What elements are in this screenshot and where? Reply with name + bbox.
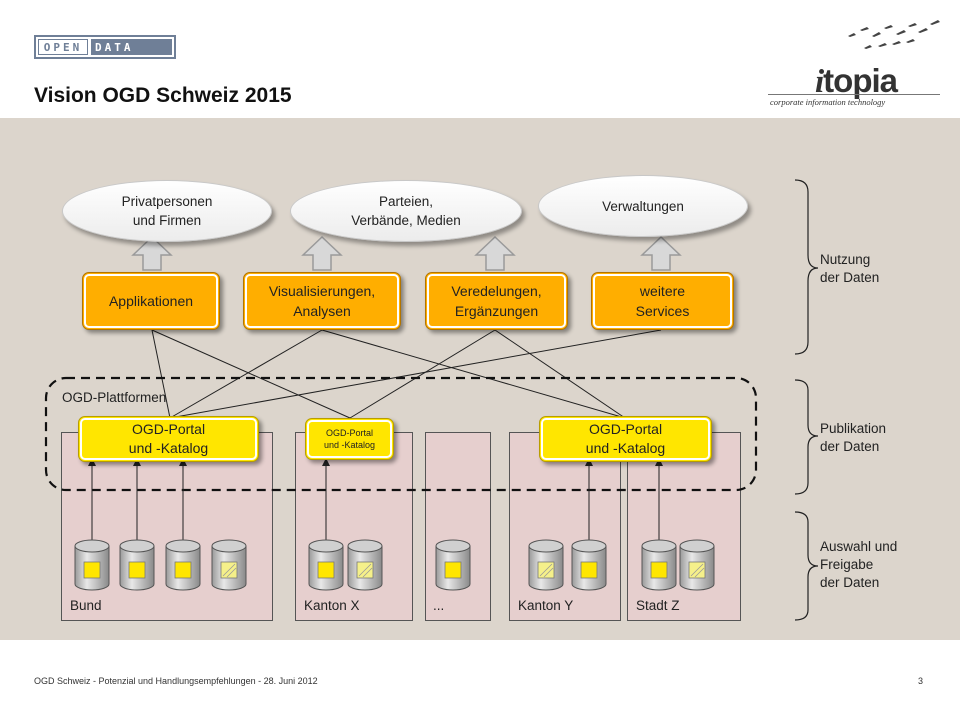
page-number: 3	[918, 676, 924, 686]
database-cylinder-icon	[571, 539, 607, 591]
side-label-nutzung: Nutzung der Daten	[820, 252, 880, 285]
jurisdiction-label-kanton-x: Kanton X	[304, 598, 360, 613]
consumer-ellipse-parteien: Parteien, Verbände, Medien	[290, 180, 522, 242]
database-cylinder-icon	[435, 539, 471, 591]
open-data-logo: OPEN DATA	[34, 35, 176, 59]
consumer-label: Verwaltungen	[602, 198, 684, 214]
logo-open-text: OPEN	[38, 39, 88, 55]
jurisdiction-label-kanton-y: Kanton Y	[518, 598, 574, 613]
portal-label: OGD-Portal und -Katalog	[323, 428, 376, 450]
itopia-divider	[768, 94, 940, 95]
jurisdiction-box-kanton-y	[509, 432, 621, 621]
up-arrow-3	[474, 235, 516, 271]
portal-label: OGD-Portal und -Katalog	[585, 421, 666, 456]
itopia-rest: topia	[823, 62, 898, 99]
consumer-label: Parteien, Verbände, Medien	[351, 194, 461, 228]
service-box-applikationen: Applikationen	[82, 272, 220, 330]
portal-box-kanton-y: OGD-Portal und -Katalog	[539, 416, 712, 462]
link-applikationen-bund	[151, 329, 171, 419]
jurisdiction-label-bund: Bund	[70, 598, 102, 613]
database-cylinder-icon	[528, 539, 564, 591]
itopia-tagline: corporate information technology	[770, 97, 886, 107]
database-cylinder-icon	[679, 539, 715, 591]
service-box-visualisierungen: Visualisierungen, Analysen	[243, 272, 401, 330]
service-label: weitere Services	[635, 283, 690, 319]
consumer-ellipse-verwaltungen: Verwaltungen	[538, 175, 748, 237]
database-cylinder-icon	[347, 539, 383, 591]
platform-label: OGD-Plattformen	[62, 390, 167, 405]
itopia-wordmark: itopia	[815, 62, 898, 101]
service-label: Veredelungen, Ergänzungen	[451, 283, 542, 319]
jurisdiction-label-more: ...	[433, 598, 445, 613]
service-label: Applikationen	[108, 293, 194, 309]
page-title: Vision OGD Schweiz 2015	[34, 84, 292, 107]
itopia-birds-logo-icon	[848, 20, 940, 49]
service-label: Visualisierungen, Analysen	[268, 283, 376, 319]
bracket-publikation	[794, 379, 819, 495]
bracket-nutzung	[794, 179, 819, 355]
link-veredelung-kantonx	[349, 329, 496, 419]
service-box-veredelungen: Veredelungen, Ergänzungen	[425, 272, 568, 330]
link-visualisierung-kantony	[321, 329, 626, 419]
jurisdiction-box-kanton-x	[295, 432, 413, 621]
footer-text: OGD Schweiz - Potenzial und Handlungsemp…	[34, 676, 318, 686]
jurisdiction-box-stadt-z	[627, 432, 741, 621]
jurisdiction-label-stadt-z: Stadt Z	[636, 598, 680, 613]
database-cylinder-icon	[308, 539, 344, 591]
service-box-weitere: weitere Services	[591, 272, 734, 330]
link-visualisierung-bund	[169, 329, 323, 419]
side-label-publikation: Publikation der Daten	[820, 421, 887, 454]
database-cylinder-icon	[641, 539, 677, 591]
portal-label: OGD-Portal und -Katalog	[128, 421, 209, 456]
bracket-auswahl	[794, 511, 819, 621]
link-applikationen-kantonx	[151, 329, 351, 419]
consumer-ellipse-privat: Privatpersonen und Firmen	[62, 180, 272, 242]
database-cylinder-icon	[211, 539, 247, 591]
database-cylinder-icon	[119, 539, 155, 591]
portal-box-kanton-x: OGD-Portal und -Katalog	[305, 418, 394, 460]
side-label-auswahl: Auswahl und Freigabe der Daten	[820, 539, 898, 590]
logo-data-text: DATA	[91, 39, 172, 55]
link-services-bund	[169, 329, 662, 419]
consumer-label: Privatpersonen und Firmen	[121, 194, 213, 228]
up-arrow-2	[301, 235, 343, 271]
database-cylinder-icon	[74, 539, 110, 591]
portal-box-bund: OGD-Portal und -Katalog	[78, 416, 259, 462]
platform-dashed-outline	[44, 376, 758, 492]
link-veredelung-kantony	[494, 329, 626, 419]
up-arrow-4	[640, 235, 682, 271]
database-cylinder-icon	[165, 539, 201, 591]
itopia-i: i	[815, 64, 824, 100]
